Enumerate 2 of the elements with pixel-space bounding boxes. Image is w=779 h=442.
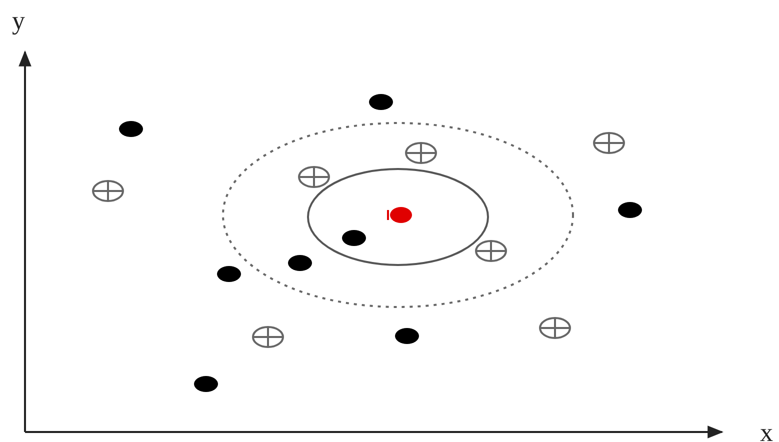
axis-label: y [12,8,25,34]
axis-label: x [760,420,773,442]
